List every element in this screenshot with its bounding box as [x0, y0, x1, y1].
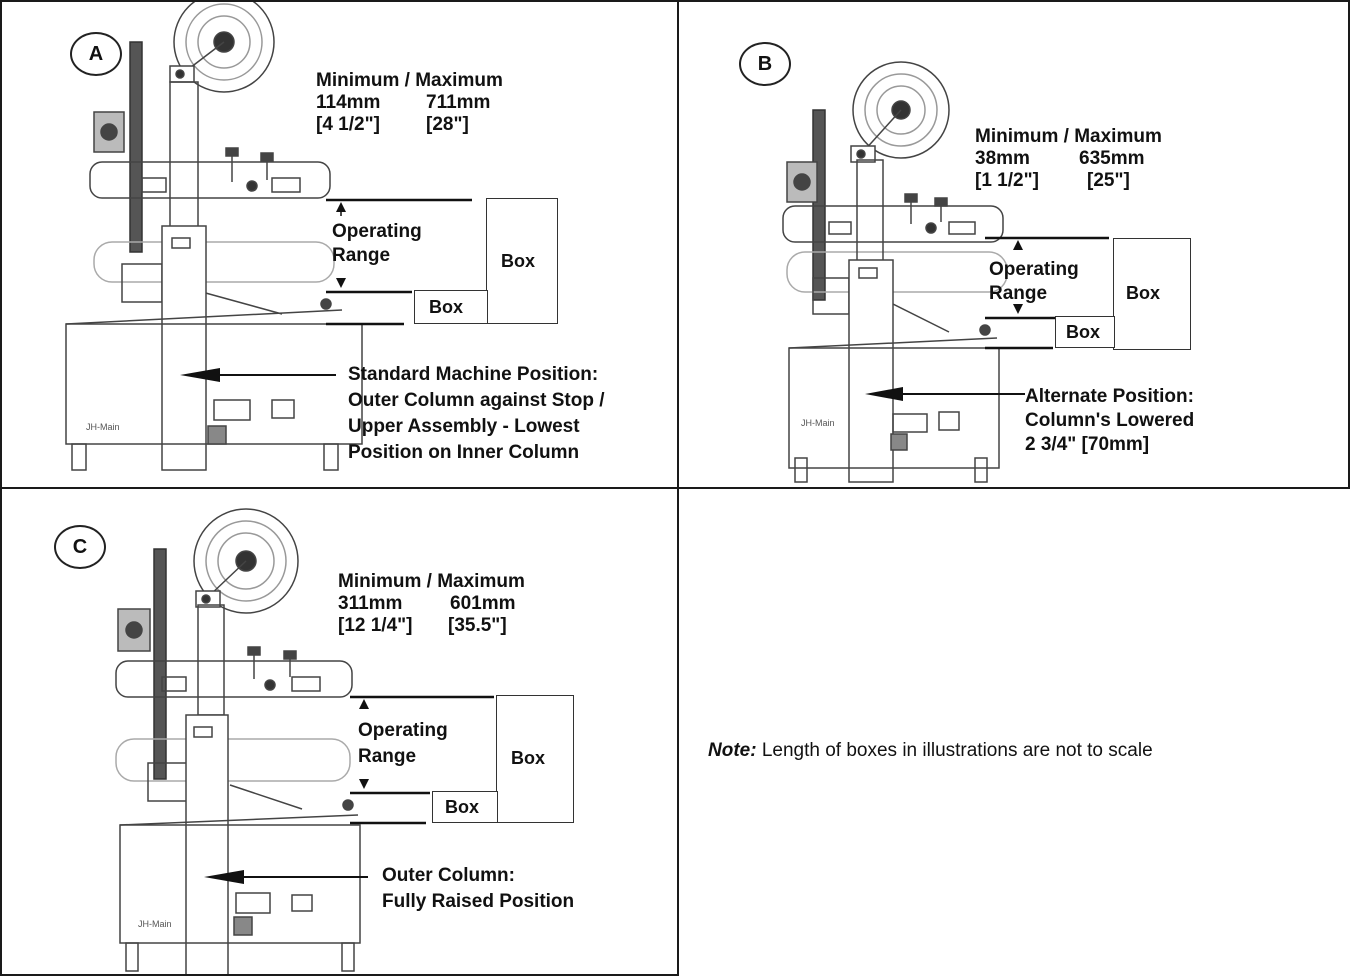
panel-label-b: B	[739, 42, 791, 86]
minmax-title: Minimum / Maximum	[316, 70, 503, 91]
position-line-1: Outer Column:	[382, 865, 515, 886]
max-inches: [35.5"]	[448, 615, 507, 636]
box-large: Box	[486, 198, 558, 324]
tape-reel-icon	[852, 61, 950, 159]
position-line-1: Standard Machine Position:	[348, 364, 599, 385]
note-text: Length of boxes in illustrations are not…	[756, 740, 1153, 761]
range-label: Range	[989, 283, 1048, 304]
scale-note: Note: Length of boxes in illustrations a…	[708, 740, 1153, 762]
range-label: Range	[332, 245, 391, 266]
machine-illustration: JH-Main	[782, 61, 1109, 483]
position-line-2: Fully Raised Position	[382, 891, 575, 912]
box-large: Box	[1113, 238, 1191, 350]
machine-logo: JH-Main	[138, 919, 172, 929]
box-large-label: Box	[511, 748, 546, 768]
note-label: Note:	[708, 740, 757, 761]
operating-label: Operating	[358, 720, 448, 741]
min-mm: 38mm	[975, 148, 1030, 169]
machine-illustration: JH-Main	[115, 508, 494, 974]
max-mm: 635mm	[1079, 148, 1145, 169]
minmax-title: Minimum / Maximum	[975, 126, 1162, 147]
box-small-label: Box	[445, 797, 480, 817]
position-line-2: Outer Column against Stop /	[348, 390, 605, 411]
tape-reel-icon	[173, 2, 275, 93]
position-line-2: Column's Lowered	[1025, 410, 1195, 431]
panel-a: JH-Main A Minimum / Maximum 114mm 711mm …	[0, 0, 679, 489]
max-mm: 711mm	[426, 92, 491, 113]
range-label: Range	[358, 746, 417, 767]
panel-label-a: A	[70, 32, 122, 76]
position-line-3: Upper Assembly - Lowest	[348, 416, 580, 437]
operating-label: Operating	[332, 221, 422, 242]
box-small-label: Box	[429, 297, 464, 317]
minmax-title: Minimum / Maximum	[338, 571, 525, 592]
position-line-3: 2 3/4" [70mm]	[1025, 434, 1150, 455]
min-inches: [1 1/2"]	[975, 170, 1039, 191]
machine-logo: JH-Main	[801, 418, 835, 428]
position-line-4: Position on Inner Column	[348, 442, 580, 463]
box-large: Box	[496, 695, 574, 823]
panel-c: JH-Main C Minimum / Maximum 311mm 601mm …	[0, 487, 679, 976]
machine-logo: JH-Main	[86, 422, 120, 432]
max-inches: [28"]	[426, 114, 469, 135]
operating-label: Operating	[989, 259, 1079, 280]
tape-reel-icon	[193, 508, 299, 614]
box-small: Box	[432, 791, 498, 823]
min-inches: [12 1/4"]	[338, 615, 413, 636]
panel-label-c: C	[54, 525, 106, 569]
min-mm: 311mm	[338, 593, 403, 614]
box-large-label: Box	[501, 251, 536, 271]
min-inches: [4 1/2"]	[316, 114, 380, 135]
min-mm: 114mm	[316, 92, 381, 113]
box-small: Box	[414, 290, 488, 324]
position-line-1: Alternate Position:	[1025, 386, 1194, 407]
box-small-label: Box	[1066, 322, 1101, 342]
machine-illustration: JH-Main	[65, 2, 472, 471]
panel-b: JH-Main B Minimum / Maximum 38mm 635mm […	[677, 0, 1350, 489]
max-mm: 601mm	[450, 593, 516, 614]
box-large-label: Box	[1126, 283, 1161, 303]
box-small: Box	[1055, 316, 1115, 348]
max-inches: [25"]	[1087, 170, 1130, 191]
